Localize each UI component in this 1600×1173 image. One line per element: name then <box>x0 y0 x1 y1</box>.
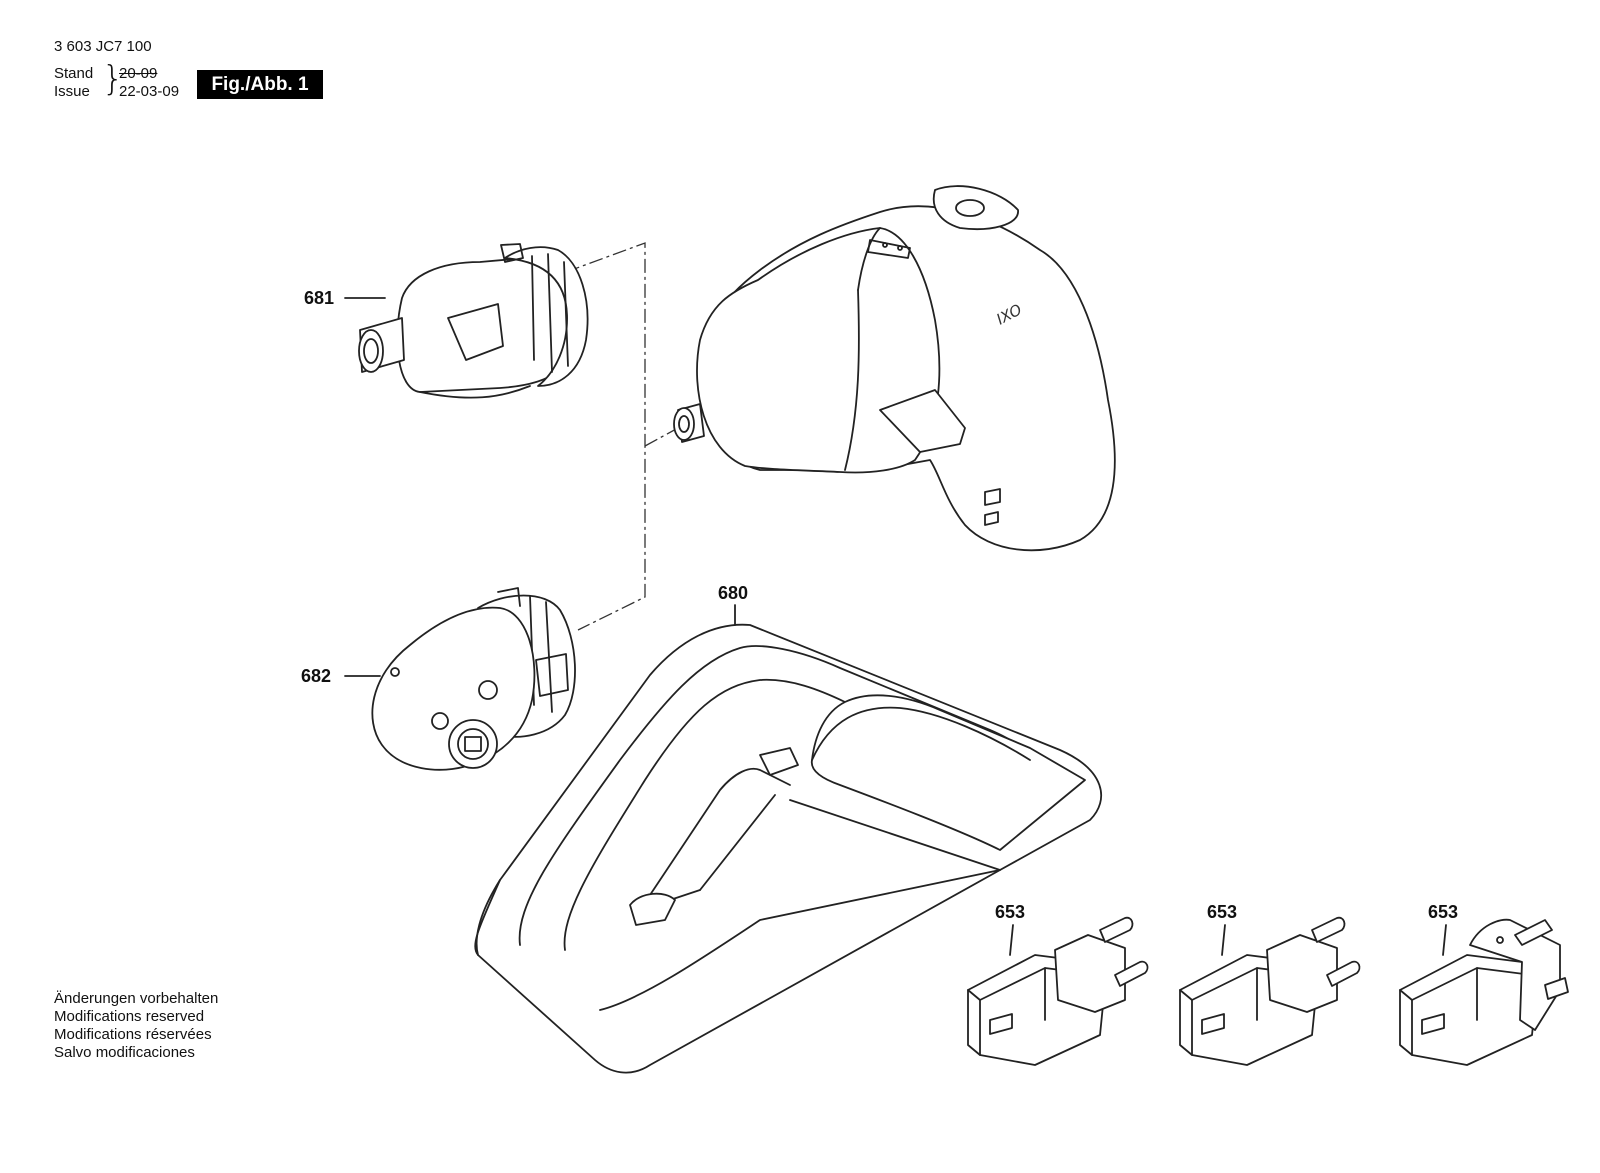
note-fr: Modifications réservées <box>54 1026 212 1043</box>
part-label-681: 681 <box>304 288 334 308</box>
figure-label: Fig./Abb. 1 <box>197 70 323 99</box>
document-header: 3 603 JC7 100 Stand Issue } 20-09 22-03-… <box>0 0 400 110</box>
charging-stand-680 <box>474 623 1103 1074</box>
part-label-653a: 653 <box>995 902 1025 922</box>
issue-date: 22-03-09 <box>119 83 180 100</box>
leader-653b <box>1221 924 1226 956</box>
attachment-682 <box>371 587 576 771</box>
document-number: 3 603 JC7 100 <box>54 38 152 55</box>
issue-label: Issue <box>54 83 90 100</box>
brace-glyph: } <box>102 59 124 99</box>
charger-653-uk <box>1399 918 1569 1066</box>
part-label-682: 682 <box>301 666 331 686</box>
modification-notes: Änderungen vorbehalten Modifications res… <box>54 990 218 1062</box>
old-date: 20-09 <box>119 65 158 82</box>
leader-653c <box>1442 924 1447 956</box>
charger-653-eu-2 <box>1179 916 1361 1066</box>
part-label-680: 680 <box>718 583 748 603</box>
part-label-653b: 653 <box>1207 902 1237 922</box>
assembly-line-681 <box>565 242 646 631</box>
leader-653a <box>1009 924 1014 956</box>
screwdriver-body <box>673 185 1116 552</box>
charger-653-eu-1 <box>967 916 1149 1066</box>
stand-label: Stand <box>54 65 94 82</box>
note-en: Modifications reserved <box>54 1008 205 1025</box>
assembly-line-tool <box>644 427 679 447</box>
note-es: Salvo modificaciones <box>54 1044 195 1061</box>
note-de: Änderungen vorbehalten <box>54 990 219 1007</box>
attachment-681 <box>358 243 589 399</box>
part-label-653c: 653 <box>1428 902 1458 922</box>
